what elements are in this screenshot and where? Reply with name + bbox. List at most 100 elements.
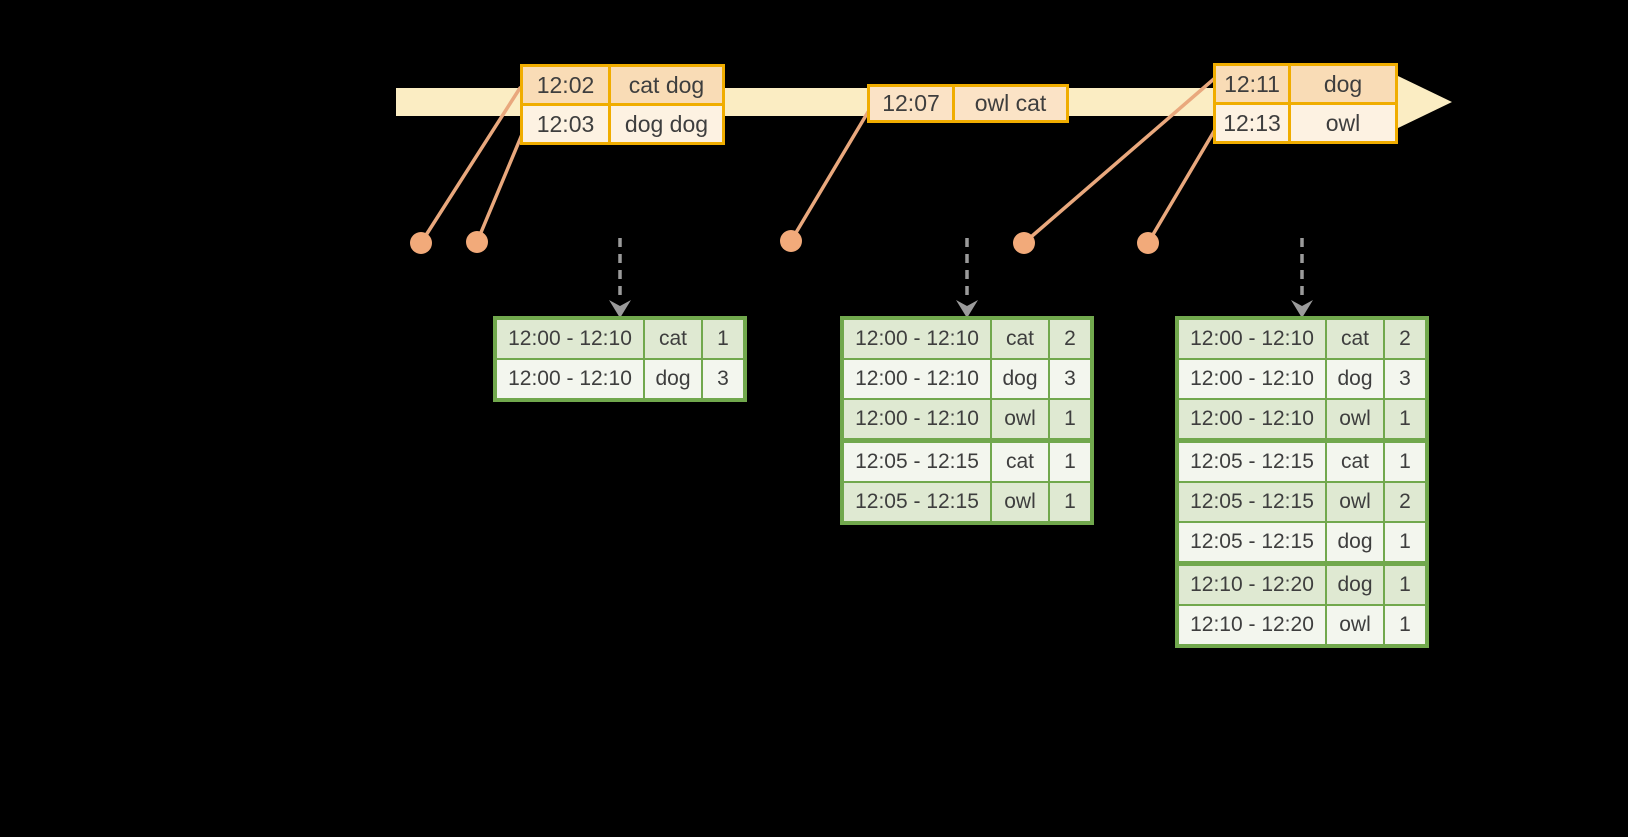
word-cell: dog [1327, 360, 1383, 398]
count-cell: 2 [1385, 320, 1425, 358]
event-words-cell: owl cat [955, 87, 1066, 120]
window-cell: 12:00 - 12:10 [844, 400, 990, 438]
event-row: 12:03 dog dog [523, 106, 722, 142]
window-group: 12:00 - 12:10 cat 2 12:00 - 12:10 dog 3 … [1179, 320, 1425, 438]
event-connector-line [419, 86, 522, 245]
count-cell: 2 [1385, 483, 1425, 521]
result-row: 12:05 - 12:15 owl 1 [844, 483, 1090, 521]
result-row: 12:00 - 12:10 cat 2 [1179, 320, 1425, 358]
event-table-1202: 12:02 cat dog 12:03 dog dog [520, 64, 725, 145]
count-cell: 1 [1050, 483, 1090, 521]
window-cell: 12:00 - 12:10 [1179, 400, 1325, 438]
event-words-cell: cat dog [611, 67, 722, 103]
count-cell: 1 [1385, 523, 1425, 561]
event-dot-icon [410, 232, 432, 254]
event-time-cell: 12:03 [523, 106, 608, 142]
window-cell: 12:00 - 12:10 [844, 360, 990, 398]
window-cell: 12:00 - 12:10 [497, 360, 643, 398]
event-words-cell: dog [1291, 66, 1395, 102]
result-row: 12:00 - 12:10 owl 1 [1179, 400, 1425, 438]
window-group: 12:00 - 12:10 cat 2 12:00 - 12:10 dog 3 … [844, 320, 1090, 438]
trigger-arrowhead-icon [956, 300, 978, 318]
event-dot-icon [466, 231, 488, 253]
result-row: 12:10 - 12:20 dog 1 [1179, 566, 1425, 604]
window-group: 12:10 - 12:20 dog 1 12:10 - 12:20 owl 1 [1179, 566, 1425, 644]
window-group: 12:05 - 12:15 cat 1 12:05 - 12:15 owl 2 … [1179, 443, 1425, 561]
word-cell: dog [645, 360, 701, 398]
event-time-cell: 12:02 [523, 67, 608, 103]
event-dot-icon [1013, 232, 1035, 254]
word-cell: owl [1327, 606, 1383, 644]
event-row: 12:13 owl [1216, 105, 1395, 141]
event-connector-line [1022, 76, 1217, 245]
result-row: 12:10 - 12:20 owl 1 [1179, 606, 1425, 644]
result-table-1: 12:00 - 12:10 cat 1 12:00 - 12:10 dog 3 [493, 316, 747, 402]
word-cell: cat [992, 443, 1048, 481]
event-time-cell: 12:07 [870, 87, 952, 120]
event-table-1207: 12:07 owl cat [867, 84, 1069, 123]
window-group: 12:05 - 12:15 cat 1 12:05 - 12:15 owl 1 [844, 443, 1090, 521]
result-row: 12:05 - 12:15 owl 2 [1179, 483, 1425, 521]
window-cell: 12:05 - 12:15 [1179, 443, 1325, 481]
count-cell: 3 [1385, 360, 1425, 398]
result-table-3: 12:00 - 12:10 cat 2 12:00 - 12:10 dog 3 … [1175, 316, 1429, 648]
count-cell: 1 [1385, 566, 1425, 604]
word-cell: cat [1327, 320, 1383, 358]
result-row: 12:05 - 12:15 cat 1 [844, 443, 1090, 481]
word-cell: cat [1327, 443, 1383, 481]
word-cell: owl [992, 400, 1048, 438]
window-cell: 12:05 - 12:15 [844, 443, 990, 481]
word-cell: cat [645, 320, 701, 358]
word-cell: cat [992, 320, 1048, 358]
word-cell: dog [992, 360, 1048, 398]
window-cell: 12:05 - 12:15 [1179, 483, 1325, 521]
event-time-cell: 12:11 [1216, 66, 1288, 102]
event-row: 12:07 owl cat [870, 87, 1066, 120]
event-row: 12:02 cat dog [523, 67, 722, 103]
word-cell: dog [1327, 566, 1383, 604]
window-group: 12:00 - 12:10 cat 1 12:00 - 12:10 dog 3 [497, 320, 743, 398]
event-row: 12:11 dog [1216, 66, 1395, 102]
event-connector-line [1146, 126, 1218, 245]
count-cell: 1 [1385, 606, 1425, 644]
count-cell: 1 [1050, 400, 1090, 438]
event-dot-icon [780, 230, 802, 252]
window-cell: 12:00 - 12:10 [497, 320, 643, 358]
count-cell: 3 [703, 360, 743, 398]
result-row: 12:00 - 12:10 dog 3 [497, 360, 743, 398]
event-dot-icon [1137, 232, 1159, 254]
count-cell: 1 [703, 320, 743, 358]
window-cell: 12:05 - 12:15 [844, 483, 990, 521]
event-words-cell: owl [1291, 105, 1395, 141]
event-words-cell: dog dog [611, 106, 722, 142]
word-cell: owl [1327, 400, 1383, 438]
result-row: 12:00 - 12:10 cat 1 [497, 320, 743, 358]
word-cell: owl [992, 483, 1048, 521]
result-row: 12:00 - 12:10 dog 3 [844, 360, 1090, 398]
window-cell: 12:05 - 12:15 [1179, 523, 1325, 561]
window-cell: 12:00 - 12:10 [844, 320, 990, 358]
result-row: 12:05 - 12:15 dog 1 [1179, 523, 1425, 561]
timeline-arrowhead-icon [1396, 75, 1452, 129]
result-row: 12:05 - 12:15 cat 1 [1179, 443, 1425, 481]
window-cell: 12:10 - 12:20 [1179, 566, 1325, 604]
result-table-2: 12:00 - 12:10 cat 2 12:00 - 12:10 dog 3 … [840, 316, 1094, 525]
count-cell: 3 [1050, 360, 1090, 398]
result-row: 12:00 - 12:10 cat 2 [844, 320, 1090, 358]
result-row: 12:00 - 12:10 dog 3 [1179, 360, 1425, 398]
count-cell: 1 [1050, 443, 1090, 481]
count-cell: 2 [1050, 320, 1090, 358]
event-time-cell: 12:13 [1216, 105, 1288, 141]
window-cell: 12:00 - 12:10 [1179, 320, 1325, 358]
trigger-arrowhead-icon [609, 300, 631, 318]
window-cell: 12:10 - 12:20 [1179, 606, 1325, 644]
count-cell: 1 [1385, 400, 1425, 438]
result-row: 12:00 - 12:10 owl 1 [844, 400, 1090, 438]
trigger-arrowhead-icon [1291, 300, 1313, 318]
event-connector-line [789, 110, 870, 243]
window-cell: 12:00 - 12:10 [1179, 360, 1325, 398]
word-cell: dog [1327, 523, 1383, 561]
count-cell: 1 [1385, 443, 1425, 481]
